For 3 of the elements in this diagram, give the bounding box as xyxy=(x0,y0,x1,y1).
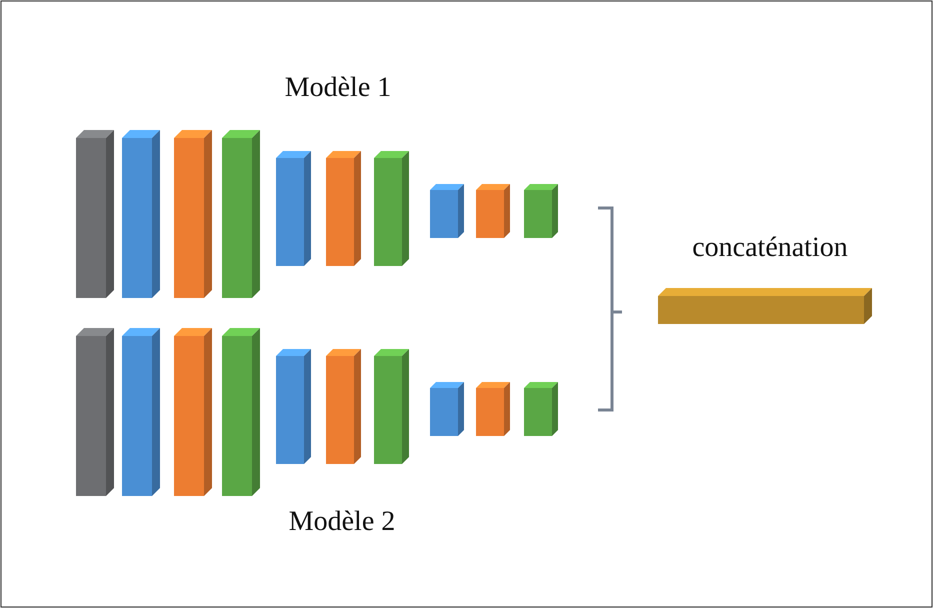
output-label: concaténation xyxy=(692,232,848,264)
model-label: Modèle 2 xyxy=(288,506,396,538)
model-label: Modèle 1 xyxy=(284,72,392,104)
